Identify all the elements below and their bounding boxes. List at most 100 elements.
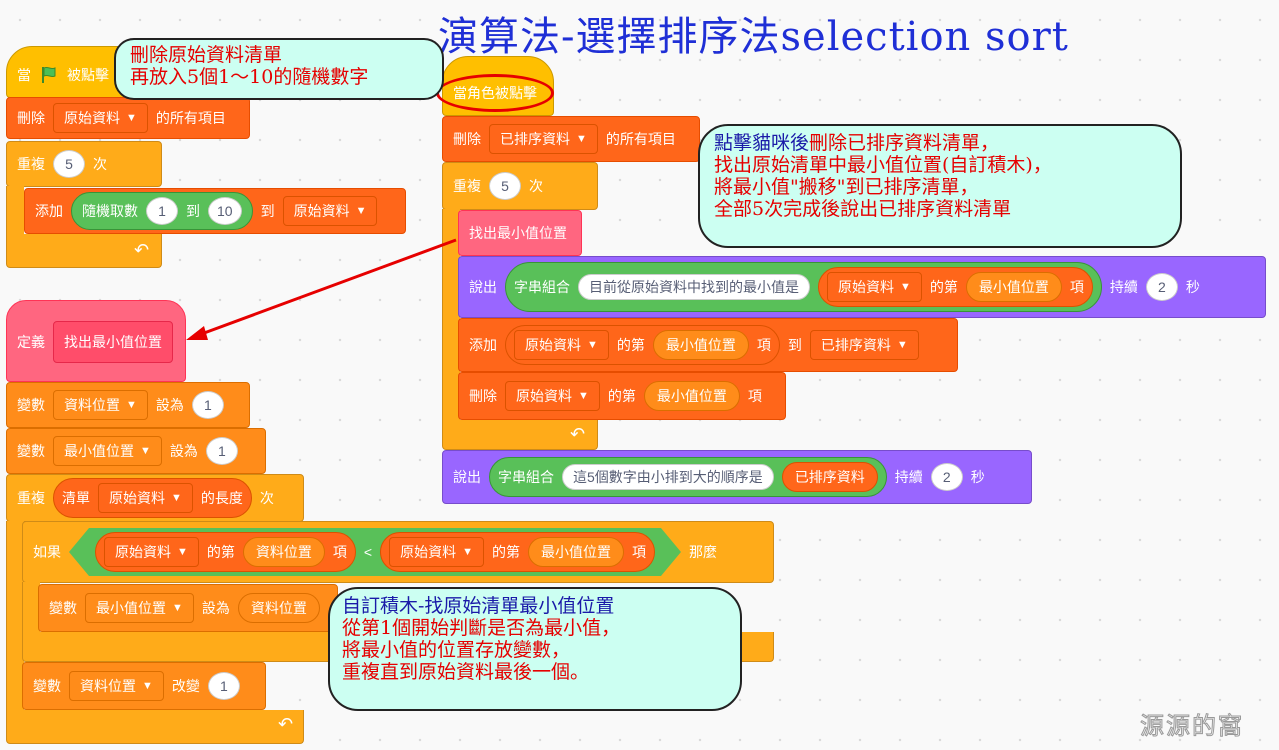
block-suffix: 的所有項目 <box>605 131 676 147</box>
repeat-count-input[interactable]: 5 <box>53 150 85 178</box>
block-label: 添加 <box>35 203 63 219</box>
value-input[interactable]: 1 <box>191 391 224 419</box>
say-for-secs-block[interactable]: 說出 字串組合 這5個數字由小排到大的順序是 已排序資料 持續 2 秒 <box>442 450 1032 504</box>
item-of-list-reporter[interactable]: 原始資料▼ 的第 最小值位置 項 <box>818 267 1093 307</box>
to-word: 設為 <box>169 443 198 459</box>
set-variable-block[interactable]: 變數 資料位置▼ 設為 1 <box>6 382 250 428</box>
list-length-reporter[interactable]: 清單 原始資料▼ 的長度 <box>53 478 252 518</box>
repeat-arm-side <box>6 186 24 234</box>
secs-word: 秒 <box>1185 279 1200 295</box>
list-dropdown[interactable]: 原始資料▼ <box>389 537 484 567</box>
loop-arrow-icon: ↶ <box>278 714 294 734</box>
list-dropdown[interactable]: 原始資料▼ <box>505 381 600 411</box>
to-word: 到 <box>787 337 802 353</box>
repeat-count-input[interactable]: 5 <box>489 172 521 200</box>
variable-reporter[interactable]: 資料位置 <box>243 537 325 567</box>
item-of-list-reporter[interactable]: 原始資料▼ 的第 最小值位置 項 <box>505 325 780 365</box>
say-for-secs-block[interactable]: 說出 字串組合 目前從原始資料中找到的最小值是 原始資料▼ 的第 最小值位置 項… <box>458 256 1266 318</box>
variable-reporter[interactable]: 資料位置 <box>237 593 320 623</box>
callout-sprite-script: 點擊貓咪後刪除已排序資料清單， 找出原始清單中最小值位置(自訂積木)， 將最小值… <box>698 124 1182 248</box>
define-prototype[interactable]: 找出最小值位置 <box>53 321 173 363</box>
define-hat-block[interactable]: 定義 找出最小值位置 <box>6 300 186 382</box>
block-label: 刪除 <box>17 110 45 126</box>
list-dropdown[interactable]: 原始資料▼ <box>282 196 378 226</box>
list-dropdown[interactable]: 原始資料▼ <box>514 330 609 360</box>
to-word: 設為 <box>201 600 230 616</box>
block-label: 找出最小值位置 <box>469 225 567 241</box>
insert-item-block[interactable]: 添加 原始資料▼ 的第 最小值位置 項 到 已排序資料▼ <box>458 318 958 372</box>
delete-all-block[interactable]: 刪除 原始資料▼ 的所有項目 <box>6 97 250 139</box>
set-variable-block[interactable]: 變數 最小值位置▼ 設為 資料位置 <box>38 584 338 632</box>
join-reporter[interactable]: 字串組合 目前從原始資料中找到的最小值是 原始資料▼ 的第 最小值位置 項 <box>505 262 1102 312</box>
block-label: 如果 <box>33 544 61 560</box>
green-flag-icon <box>42 66 56 83</box>
block-label: 重複 <box>17 156 45 172</box>
block-label: 刪除 <box>453 131 481 147</box>
callout-custom-block: 自訂積木-找原始清單最小值位置 從第1個開始判斷是否為最小值， 將最小值的位置存… <box>328 587 742 711</box>
item-suffix: 項 <box>747 388 762 404</box>
repeat-arm-side <box>6 521 24 711</box>
repeat-block[interactable]: 重複 清單 原始資料▼ 的長度 次 <box>6 474 304 522</box>
item-of-list-reporter[interactable]: 原始資料▼ 的第 資料位置 項 <box>95 532 356 572</box>
list-dropdown[interactable]: 原始資料▼ <box>104 537 199 567</box>
list-dropdown[interactable]: 原始資料▼ <box>827 272 922 302</box>
for-word: 持續 <box>1109 279 1138 295</box>
value-input[interactable]: 1 <box>207 672 240 700</box>
block-label: 變數 <box>33 678 61 694</box>
delete-all-block[interactable]: 刪除 已排序資料▼ 的所有項目 <box>442 116 700 162</box>
variable-reporter[interactable]: 最小值位置 <box>652 330 749 360</box>
value-input[interactable]: 1 <box>205 437 238 465</box>
random-reporter[interactable]: 隨機取數 1 到 10 <box>71 192 253 230</box>
block-label: 重複 <box>17 490 45 506</box>
repeat-bottom-arm <box>6 234 162 268</box>
block-suffix: 次 <box>529 178 543 194</box>
then-word: 那麼 <box>688 544 717 560</box>
secs-word: 秒 <box>970 469 985 485</box>
block-suffix: 次 <box>93 156 107 172</box>
change-variable-block[interactable]: 變數 資料位置▼ 改變 1 <box>22 662 266 710</box>
list-dropdown[interactable]: 原始資料▼ <box>98 483 193 513</box>
random-from-input[interactable]: 1 <box>146 197 178 225</box>
text-input[interactable]: 目前從原始資料中找到的最小值是 <box>578 274 810 300</box>
define-label: 定義 <box>17 334 45 350</box>
join-reporter[interactable]: 字串組合 這5個數字由小排到大的順序是 已排序資料 <box>489 457 887 497</box>
block-label: 說出 <box>453 469 481 485</box>
item-of-list-reporter[interactable]: 原始資料▼ 的第 最小值位置 項 <box>380 532 655 572</box>
random-to-input[interactable]: 10 <box>208 197 242 225</box>
watermark: 源源的窩 <box>1140 712 1244 741</box>
seconds-input[interactable]: 2 <box>1145 273 1178 301</box>
repeat-block[interactable]: 重複 5 次 <box>6 141 162 187</box>
variable-reporter[interactable]: 最小值位置 <box>643 381 740 411</box>
list-reporter[interactable]: 已排序資料 <box>781 462 878 492</box>
item-word: 的第 <box>607 388 636 404</box>
variable-reporter[interactable]: 最小值位置 <box>965 272 1062 302</box>
set-variable-block[interactable]: 變數 最小值位置▼ 設為 1 <box>6 428 266 474</box>
variable-reporter[interactable]: 最小值位置 <box>528 537 624 567</box>
block-label: 變數 <box>17 397 45 413</box>
if-block[interactable]: 如果 原始資料▼ 的第 資料位置 項 < 原始資料▼ 的第 最小值位置 項 那麼 <box>22 521 774 583</box>
block-suffix: 次 <box>259 490 274 506</box>
add-to-list-block[interactable]: 添加 隨機取數 1 到 10 到 原始資料▼ <box>24 188 406 234</box>
list-dropdown[interactable]: 已排序資料▼ <box>489 124 598 154</box>
hat-suffix: 被點擊 <box>67 67 109 83</box>
list-dropdown[interactable]: 已排序資料▼ <box>809 330 919 360</box>
list-dropdown[interactable]: 原始資料▼ <box>53 103 148 133</box>
variable-dropdown[interactable]: 資料位置▼ <box>69 671 164 701</box>
block-label: 重複 <box>453 178 481 194</box>
repeat-block[interactable]: 重複 5 次 <box>442 162 598 210</box>
delete-item-block[interactable]: 刪除 原始資料▼ 的第 最小值位置 項 <box>458 372 786 420</box>
by-word: 改變 <box>171 678 200 694</box>
less-than-operator[interactable]: 原始資料▼ 的第 資料位置 項 < 原始資料▼ 的第 最小值位置 項 <box>69 528 681 576</box>
block-label: 變數 <box>49 600 77 616</box>
hat-label: 當 <box>17 67 31 83</box>
text-input[interactable]: 這5個數字由小排到大的順序是 <box>562 464 774 490</box>
repeat-bottom-arm <box>6 710 304 744</box>
page-title: 演算法-選擇排序法selection sort <box>438 14 1069 60</box>
block-label: 刪除 <box>469 388 497 404</box>
variable-dropdown[interactable]: 最小值位置▼ <box>53 436 162 466</box>
call-custom-block[interactable]: 找出最小值位置 <box>458 210 582 256</box>
variable-dropdown[interactable]: 資料位置▼ <box>53 390 148 420</box>
seconds-input[interactable]: 2 <box>930 463 963 491</box>
variable-dropdown[interactable]: 最小值位置▼ <box>85 593 194 623</box>
callout-flag-script: 刪除原始資料清單 再放入5個1～10的隨機數字 <box>114 38 444 100</box>
